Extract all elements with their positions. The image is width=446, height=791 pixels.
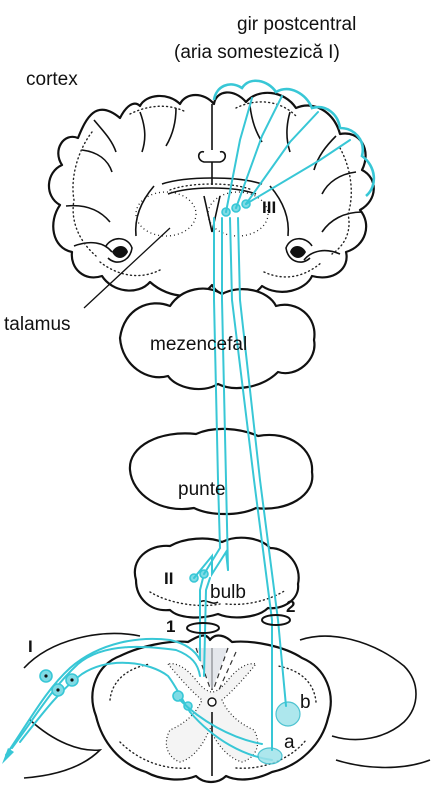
cortex-label: cortex	[26, 69, 78, 90]
spinal-cord-section	[24, 634, 430, 782]
horn-cell-1	[173, 691, 183, 701]
pons-label: punte	[178, 479, 226, 500]
neuron-II-label: II	[164, 569, 173, 588]
medulla-section	[135, 538, 299, 618]
marker-1-label: 1	[166, 617, 175, 636]
marker-b-label: b	[300, 692, 311, 713]
thalamus-label: talamus	[4, 314, 71, 335]
marker-1-ring	[187, 623, 219, 633]
nucleus-b	[276, 702, 300, 726]
midbrain-label: mezencefal	[150, 334, 247, 355]
ganglion-nucleus-1	[44, 674, 47, 677]
ganglion-nucleus-2	[56, 688, 59, 691]
gyrus-label-line2: (aria somestezică I)	[174, 42, 340, 63]
marker-a-label: a	[284, 732, 295, 753]
brain-coronal-section	[49, 92, 374, 297]
central-canal	[208, 698, 216, 706]
peripheral-arrow	[2, 748, 14, 764]
neuron-I-label: I	[28, 637, 33, 656]
pons-section	[130, 429, 312, 514]
nucleus-a	[258, 748, 282, 764]
medulla-label: bulb	[210, 582, 246, 603]
gyrus-label-line1: gir postcentral	[237, 14, 356, 35]
neuron-III-label: III	[262, 198, 276, 217]
ganglion-nucleus-3	[70, 678, 73, 681]
marker-2-ring	[262, 615, 290, 625]
marker-2-label: 2	[286, 597, 295, 616]
